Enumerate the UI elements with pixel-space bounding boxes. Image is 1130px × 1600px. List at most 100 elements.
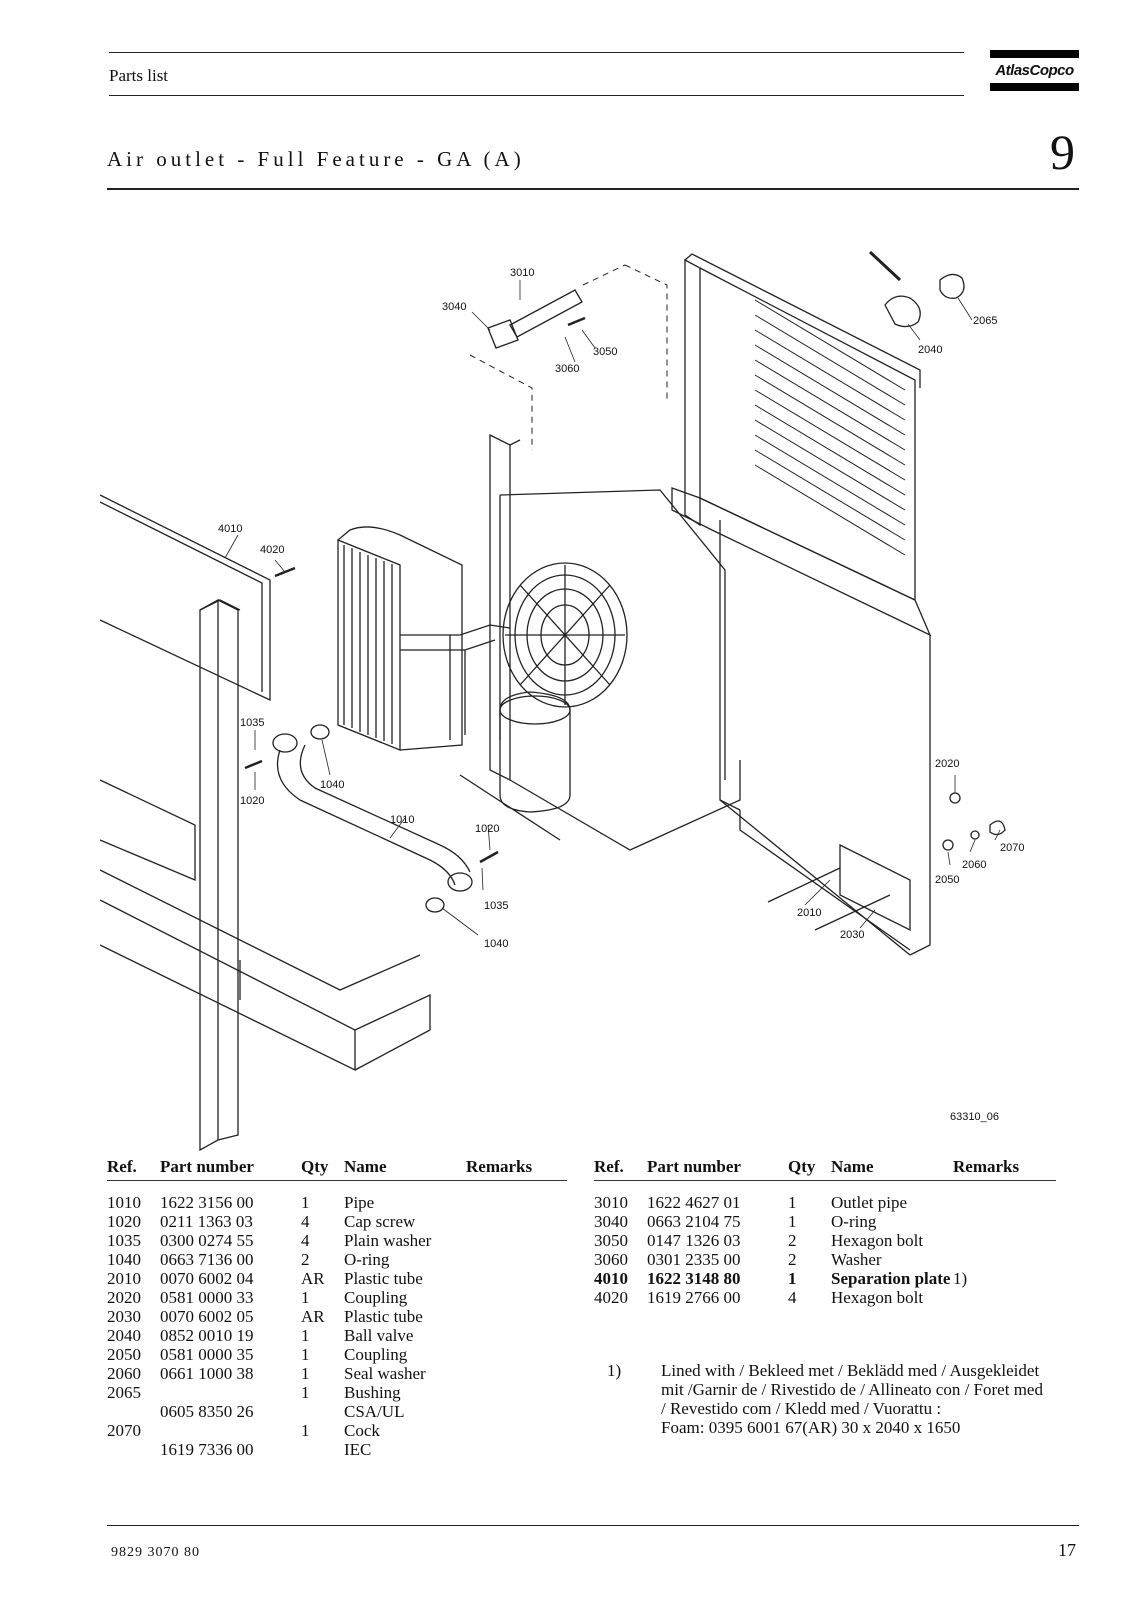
cell-qty: AR xyxy=(301,1269,325,1288)
col-name: Name xyxy=(344,1157,466,1181)
cell-qty: 2 xyxy=(788,1250,797,1269)
cell-ref: 1040 xyxy=(107,1250,141,1269)
svg-text:2020: 2020 xyxy=(935,758,959,770)
svg-text:1035: 1035 xyxy=(484,900,508,912)
cell-ref: 2030 xyxy=(107,1307,141,1326)
cell-name: Hexagon bolt xyxy=(831,1288,924,1307)
ball-valve xyxy=(884,295,921,328)
col-remarks: Remarks xyxy=(466,1157,567,1181)
cell-name: Plastic tube xyxy=(344,1307,423,1326)
cell-remark xyxy=(466,1383,567,1402)
cell-qty xyxy=(301,1402,344,1421)
svg-text:4010: 4010 xyxy=(218,523,242,535)
enclosure-panel xyxy=(684,258,701,527)
cell-name: Cock xyxy=(344,1421,380,1440)
svg-text:2060: 2060 xyxy=(962,859,986,871)
col-ref: Ref. xyxy=(107,1157,160,1181)
cell-name: Hexagon bolt xyxy=(831,1231,924,1250)
svg-text:1020: 1020 xyxy=(475,823,499,835)
compressor xyxy=(499,691,571,813)
cell-qty: 1 xyxy=(301,1193,310,1212)
cell-qty: 1 xyxy=(301,1288,310,1307)
cell-remark: 1) xyxy=(953,1269,968,1288)
cell-ref: 2050 xyxy=(107,1345,141,1364)
footnote-line: Lined with / Bekleed met / Beklädd med /… xyxy=(661,1361,1040,1380)
cell-part: 1619 2766 00 xyxy=(647,1288,741,1307)
cell-qty: 4 xyxy=(301,1212,310,1231)
condenser xyxy=(337,539,401,751)
atlas-copco-logo: AtlasCopco xyxy=(990,50,1079,91)
svg-text:3050: 3050 xyxy=(593,346,617,358)
drain-bracket xyxy=(839,843,911,932)
cell-ref: 4020 xyxy=(594,1288,628,1307)
cell-name: O-ring xyxy=(344,1250,390,1269)
cell-qty xyxy=(301,1440,344,1459)
frame-post xyxy=(199,598,219,1152)
cell-name: Coupling xyxy=(344,1345,408,1364)
cell-qty: 1 xyxy=(301,1326,310,1345)
cell-part: 0300 0274 55 xyxy=(160,1231,254,1250)
footnote-line: Foam: 0395 6001 67(AR) 30 x 2040 x 1650 xyxy=(661,1418,961,1437)
base-unit xyxy=(100,779,196,881)
cell-remark xyxy=(466,1288,567,1307)
cell-remark xyxy=(466,1326,567,1345)
svg-text:4020: 4020 xyxy=(260,544,284,556)
section-label: Parts list xyxy=(109,66,169,85)
svg-text:2030: 2030 xyxy=(840,929,864,941)
cell-ref: 1035 xyxy=(107,1231,141,1250)
col-qty: Qty xyxy=(788,1157,831,1181)
svg-text:1035: 1035 xyxy=(240,717,264,729)
cell-remark xyxy=(953,1288,1056,1307)
svg-text:3010: 3010 xyxy=(510,267,534,279)
cell-remark xyxy=(953,1231,1056,1250)
cell-ref: 2065 xyxy=(107,1383,141,1402)
col-qty: Qty xyxy=(301,1157,344,1181)
header-bottom-rule xyxy=(109,95,964,96)
cell-remark xyxy=(466,1364,567,1383)
footer-rule xyxy=(107,1525,1079,1526)
cell-name: Cap screw xyxy=(344,1212,416,1231)
table-row: 2010 0070 6002 04 AR Plastic tube xyxy=(107,1269,567,1288)
figure-id: 63310_06 xyxy=(950,1111,999,1123)
cell-qty: 2 xyxy=(301,1250,310,1269)
cell-ref: 2040 xyxy=(107,1326,141,1345)
cell-remark xyxy=(466,1193,567,1212)
cell-remark xyxy=(953,1250,1056,1269)
cell-remark xyxy=(466,1231,567,1250)
cell-ref: 2010 xyxy=(107,1269,141,1288)
title-rule xyxy=(107,188,1079,190)
vent-slots xyxy=(754,299,906,556)
cell-name: Plastic tube xyxy=(344,1269,423,1288)
cell-ref: 3060 xyxy=(594,1250,628,1269)
document-number: 9829 3070 80 xyxy=(111,1545,200,1560)
cell-name: Plain washer xyxy=(344,1231,432,1250)
cell-qty: 1 xyxy=(788,1193,797,1212)
cell-qty: AR xyxy=(301,1307,325,1326)
cell-name: Washer xyxy=(831,1250,882,1269)
cell-qty: 2 xyxy=(788,1231,797,1250)
cell-remark xyxy=(466,1269,567,1288)
cell-name: O-ring xyxy=(831,1212,877,1231)
cell-part: 0070 6002 04 xyxy=(160,1269,254,1288)
col-remarks: Remarks xyxy=(953,1157,1056,1181)
cell-qty: 1 xyxy=(788,1269,797,1288)
separation-plate xyxy=(100,494,271,702)
cell-ref: 4010 xyxy=(594,1269,628,1288)
cell-part: 1622 3148 80 xyxy=(647,1269,741,1288)
svg-text:2050: 2050 xyxy=(935,874,959,886)
cell-ref: 3050 xyxy=(594,1231,628,1250)
cell-remark xyxy=(466,1307,567,1326)
